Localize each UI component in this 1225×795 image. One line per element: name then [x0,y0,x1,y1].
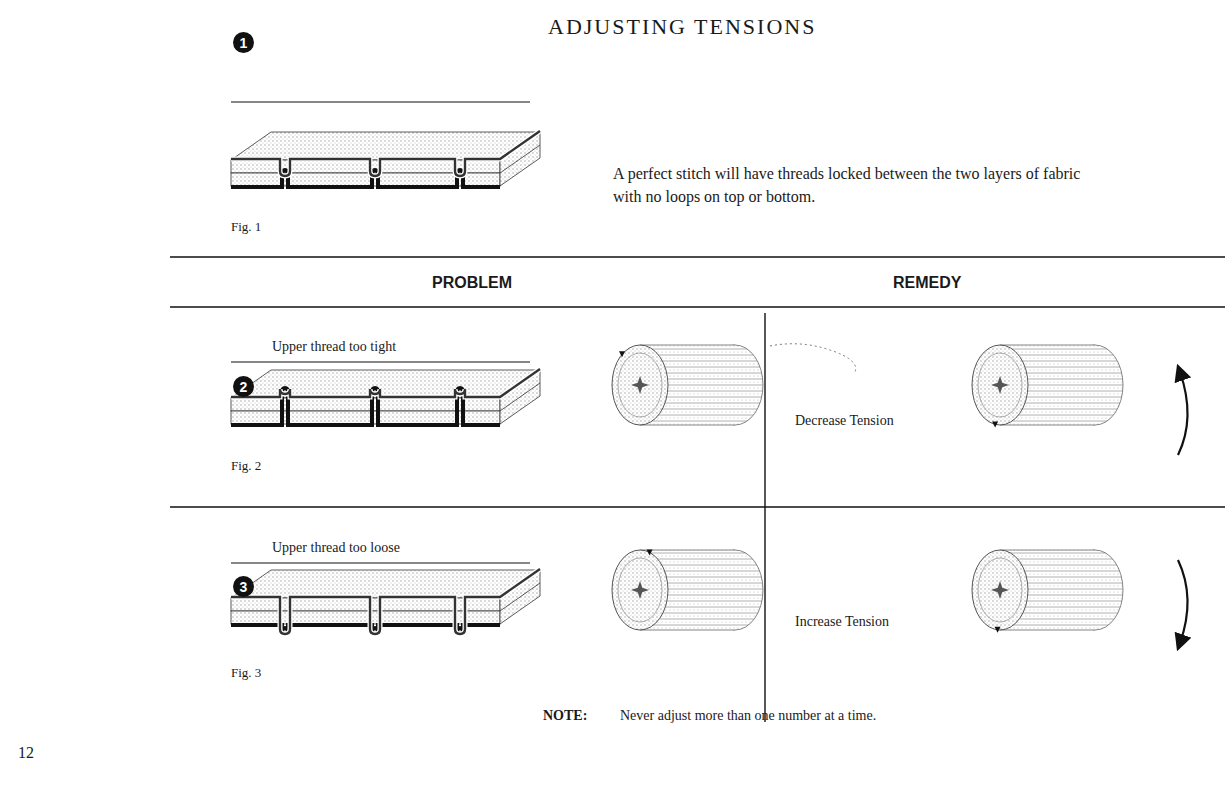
rule [231,101,530,102]
fabric-side [500,383,540,411]
tension-dial [612,345,763,425]
fabric-side [500,132,540,186]
rule [764,313,765,722]
remedy-text: Increase Tension [795,614,889,630]
figure-label: Fig. 2 [231,458,261,474]
remedy-text: Decrease Tension [795,413,894,429]
fabric-layer [231,598,500,611]
fabric-illustration [231,569,540,634]
column-heading: PROBLEM [432,274,512,292]
rule [231,562,530,563]
note-text: Never adjust more than one number at a t… [620,708,876,724]
tension-dial [972,345,1123,427]
fabric-layer [231,611,500,624]
rule [170,306,1225,307]
fabric-layer [231,398,500,411]
upper-thread [231,131,540,176]
rule [170,506,1225,507]
callout-number-text: 1 [240,35,248,51]
rule [170,256,1225,257]
upper-thread [231,369,540,397]
upper-thread-edge [231,131,540,176]
page-number: 12 [18,744,34,762]
callout-number: 1 [233,32,254,53]
rule [231,361,530,362]
fabric-side [500,145,540,173]
tension-dial [612,549,763,630]
fabric-layer [231,411,500,424]
rotation-arrow [1178,560,1188,643]
callout-number: 2 [233,376,254,397]
fabric-side [500,583,540,611]
fabric-top [231,570,540,598]
page-title: ADJUSTING TENSIONS [548,14,816,40]
fabric-illustration [231,369,540,425]
rotation-arrow [1178,372,1188,455]
fabric-illustration [231,131,540,187]
fabric-top [231,132,540,160]
fabric-top [231,370,540,398]
upper-thread-edge [231,369,540,397]
callout-number-text: 3 [240,579,248,595]
upper-thread-edge [231,569,540,634]
figure-label: Fig. 3 [231,665,261,681]
figure-label: Fig. 1 [231,219,261,235]
problem-text: Upper thread too tight [272,339,396,355]
intro-text: A perfect stitch will have threads locke… [613,162,1088,208]
problem-text: Upper thread too loose [272,540,400,556]
tension-dial [972,550,1123,633]
upper-thread [231,569,540,634]
callout-number-text: 2 [240,379,248,395]
bobbin-thread [231,170,500,187]
fabric-side [500,570,540,624]
callout-number: 3 [233,576,254,597]
column-heading: REMEDY [893,274,961,292]
decoration [770,344,856,372]
note-label: NOTE: [543,708,587,724]
fabric-side [500,370,540,424]
